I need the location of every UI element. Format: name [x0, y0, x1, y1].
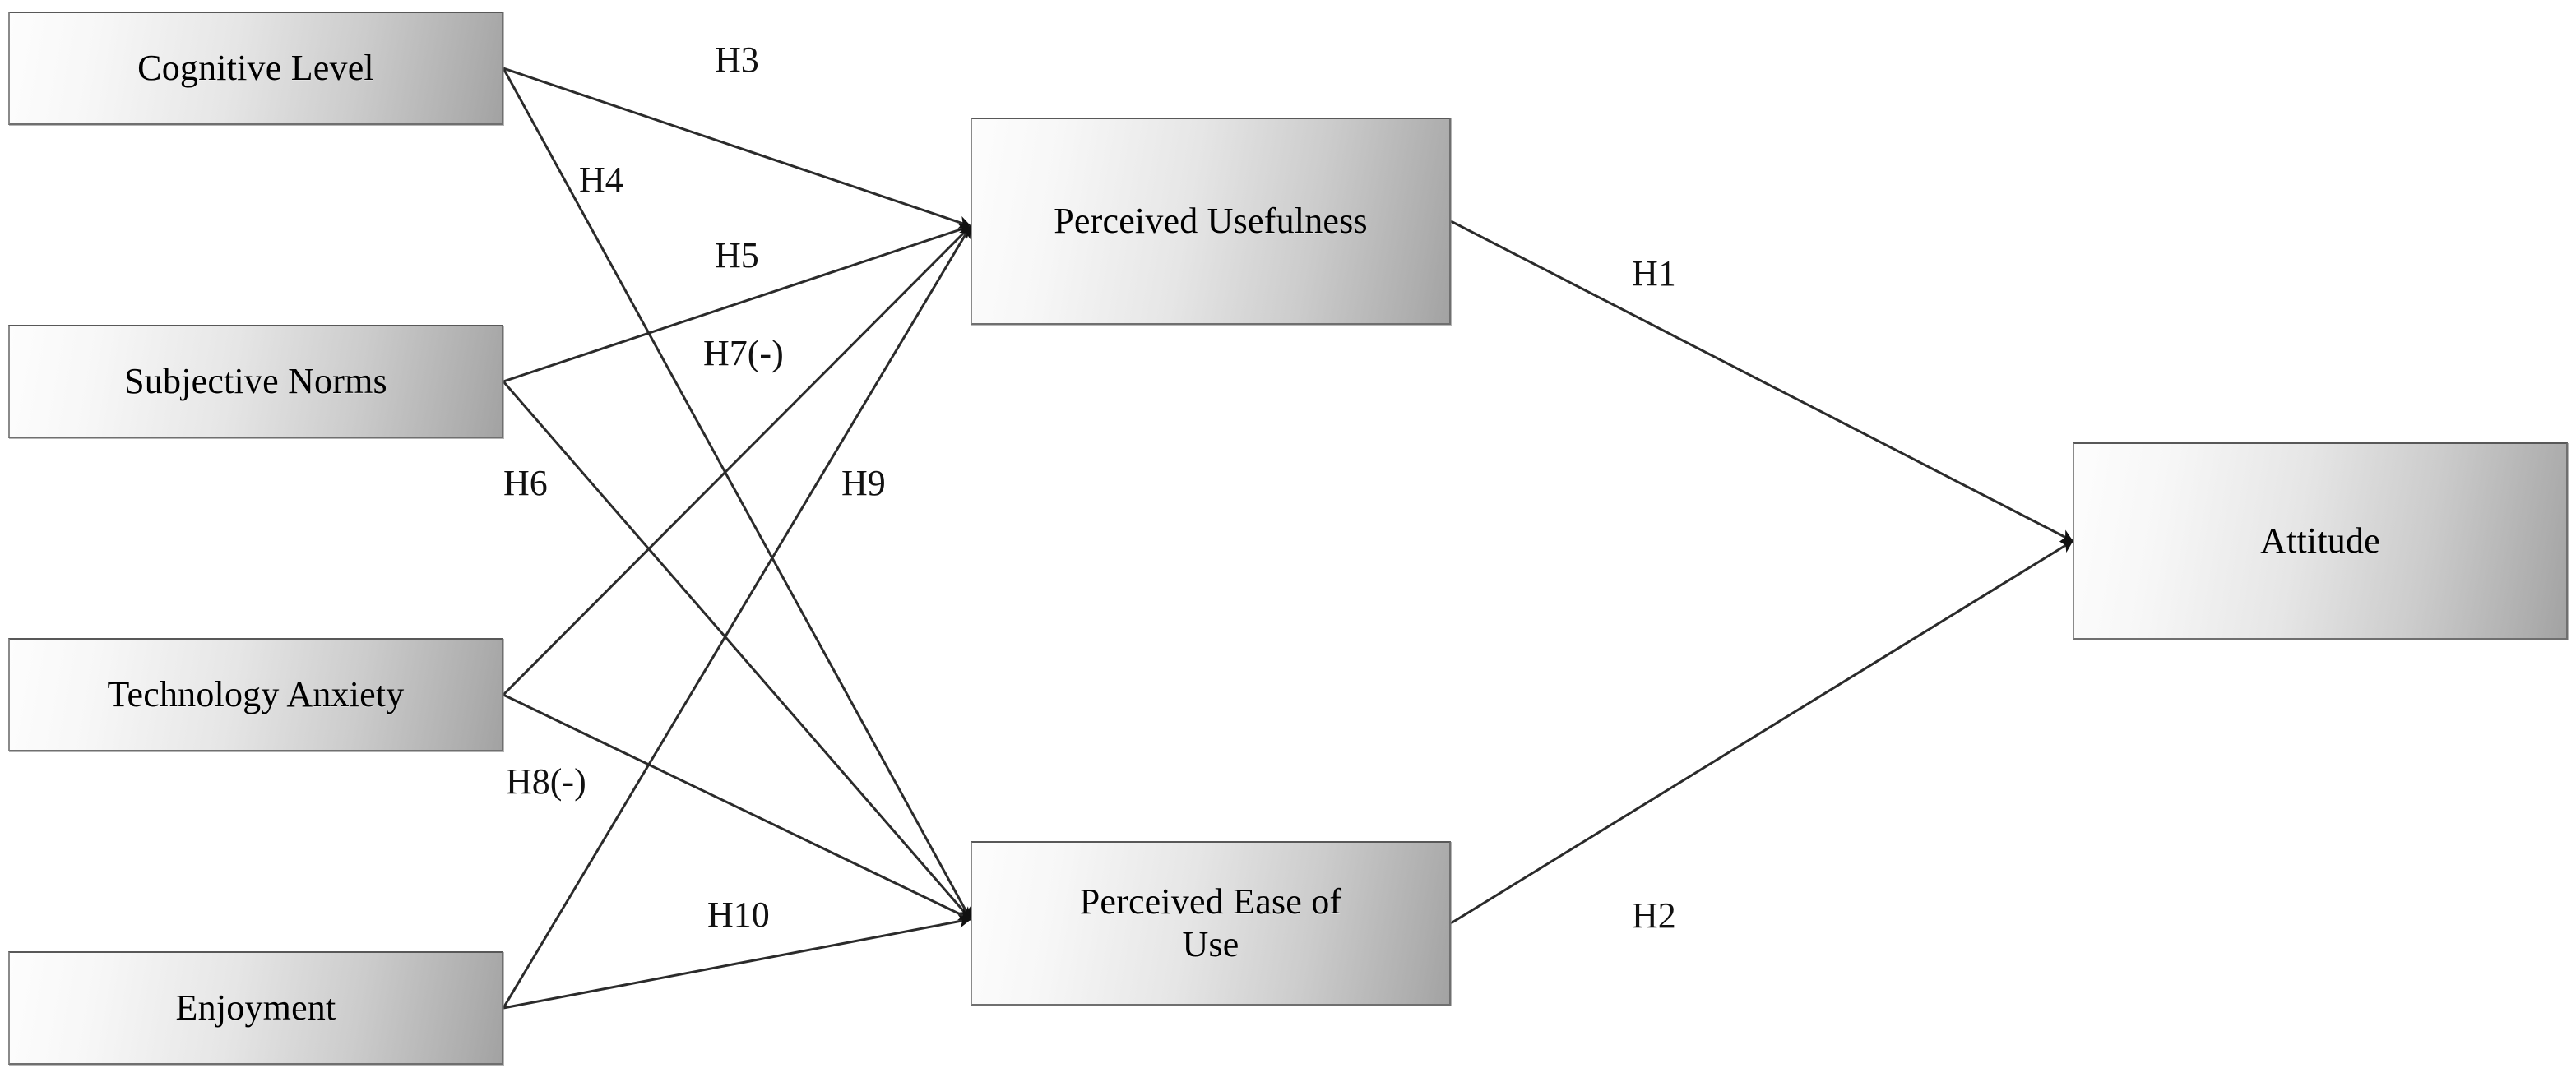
node-label-cognitive-level: Cognitive Level	[137, 48, 374, 89]
edge-label-h5: H5	[715, 235, 759, 275]
edge-label-h7: H7(-)	[703, 333, 784, 373]
node-label-technology-anxiety: Technology Anxiety	[107, 674, 405, 715]
edge-label-h3: H3	[715, 39, 759, 80]
node-attitude[interactable]: Attitude	[2073, 442, 2568, 640]
edge-h2	[1450, 539, 2073, 925]
edge-h6	[502, 381, 972, 920]
edge-h3	[503, 67, 971, 229]
edge-h1	[1450, 220, 2073, 543]
node-technology-anxiety[interactable]: Technology Anxiety	[8, 638, 503, 751]
edge-h8	[503, 693, 971, 921]
edge-label-h4: H4	[579, 160, 623, 200]
node-label-perceived-usefulness: Perceived Usefulness	[1054, 201, 1368, 242]
node-perceived-usefulness[interactable]: Perceived Usefulness	[971, 118, 1451, 325]
edge-label-h10: H10	[707, 895, 770, 935]
edge-label-h2: H2	[1632, 895, 1676, 936]
edge-label-h8: H8(-)	[506, 761, 586, 802]
node-label-enjoyment: Enjoyment	[175, 987, 336, 1029]
edge-h7	[502, 224, 972, 696]
edge-label-h6: H6	[503, 463, 548, 503]
node-label-attitude: Attitude	[2260, 520, 2380, 562]
node-subjective-norms[interactable]: Subjective Norms	[8, 325, 503, 438]
edge-label-h1: H1	[1632, 253, 1676, 294]
node-enjoyment[interactable]: Enjoyment	[8, 951, 503, 1065]
edge-label-h9: H9	[841, 463, 886, 503]
node-cognitive-level[interactable]: Cognitive Level	[8, 12, 503, 125]
node-label-subjective-norms: Subjective Norms	[124, 361, 387, 402]
